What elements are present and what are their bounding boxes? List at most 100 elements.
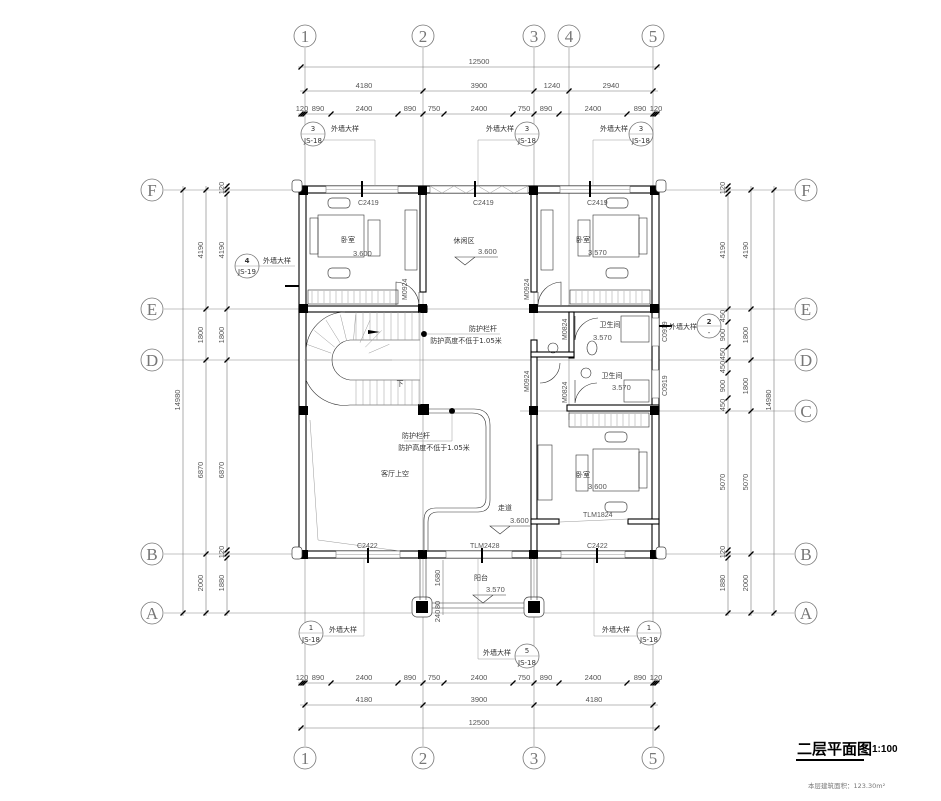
svg-text:5: 5 (525, 647, 529, 655)
svg-text:D: D (800, 351, 812, 370)
svg-text:3: 3 (311, 125, 315, 133)
dim-tick (725, 183, 731, 189)
dim-tick (748, 306, 754, 312)
axis-lines (164, 48, 794, 746)
svg-text:M0924: M0924 (524, 278, 531, 300)
elevation-bathroom-1: 3.570 (593, 333, 612, 342)
svg-text:C0919: C0919 (662, 375, 669, 396)
svg-text:3: 3 (530, 749, 539, 768)
svg-text:890: 890 (634, 104, 647, 113)
svg-text:4180: 4180 (356, 81, 373, 90)
svg-text:120: 120 (718, 182, 727, 195)
svg-text:240: 240 (433, 610, 442, 623)
svg-text:890: 890 (404, 104, 417, 113)
svg-text:D: D (146, 351, 158, 370)
svg-text:80: 80 (433, 601, 442, 609)
elevation-leisure: 3.600 (478, 247, 497, 256)
floor-area-note: 本层建筑面积：123.30m² (808, 781, 886, 790)
dim-tick (654, 111, 660, 117)
svg-text:1880: 1880 (718, 575, 727, 592)
dim-tick (725, 187, 731, 193)
balcony: 1680 80 240 (419, 558, 538, 623)
dim-tick (771, 187, 777, 193)
svg-text:C2422: C2422 (357, 543, 378, 550)
room-bathroom-1: 卫生间 (600, 320, 621, 329)
dim-tick (531, 88, 537, 94)
dim-tick (203, 357, 209, 363)
elevation-bedroom-1: 3.600 (353, 249, 372, 258)
opening-tags: C2419 C2419 C2419 M0924 M0924 M0824 M092… (285, 181, 672, 563)
svg-text:外墙大样: 外墙大样 (600, 124, 628, 133)
dim-tick (224, 191, 230, 197)
svg-text:750: 750 (428, 104, 441, 113)
elevation-balcony: 3.570 (486, 585, 505, 594)
svg-text:2940: 2940 (603, 81, 620, 90)
svg-text:A: A (800, 604, 813, 623)
room-bathroom-2: 卫生间 (602, 371, 623, 380)
svg-text:外墙大样: 外墙大样 (329, 625, 357, 634)
spiral-staircase: 下 (304, 311, 421, 406)
dim-tick (725, 395, 731, 401)
room-bedroom-3: 卧室 (576, 470, 590, 479)
svg-text:1: 1 (301, 749, 310, 768)
svg-text:120: 120 (650, 673, 663, 682)
dim-tick (725, 547, 731, 553)
svg-text:4190: 4190 (718, 242, 727, 259)
dim-tick (556, 111, 562, 117)
svg-text:120: 120 (650, 104, 663, 113)
elevation-corridor: 3.600 (510, 516, 529, 525)
svg-text:450: 450 (718, 310, 727, 323)
dim-tick (650, 680, 656, 686)
dim-tick (725, 551, 731, 557)
doors (395, 281, 629, 523)
svg-text:B: B (800, 545, 811, 564)
svg-text:M0924: M0924 (524, 370, 531, 392)
svg-text:3: 3 (530, 27, 539, 46)
axis-bubble-B-right: B (794, 542, 818, 566)
svg-text:JS-18: JS-18 (301, 636, 320, 644)
svg-text:JS-18: JS-18 (631, 137, 650, 145)
svg-text:890: 890 (312, 104, 325, 113)
bed-left (309, 197, 381, 279)
svg-text:12500: 12500 (469, 718, 490, 727)
svg-text:M0824: M0824 (562, 381, 569, 403)
axis-bubble-1-top: 1 (293, 24, 317, 48)
dim-tick (224, 555, 230, 561)
svg-text:900: 900 (718, 329, 727, 342)
svg-text:C: C (800, 402, 811, 421)
dim-tick (224, 187, 230, 193)
stair-tread (359, 320, 371, 343)
dim-tick (395, 680, 401, 686)
dim-tick (725, 357, 731, 363)
axis-bubble-E-right: E (794, 297, 818, 321)
bed-right-bottom (575, 431, 648, 513)
axis-bubble-A-left: A (140, 601, 164, 625)
dim-tick (652, 680, 658, 686)
room-living-void: 客厅上空 (381, 469, 409, 478)
dim-tick (654, 725, 660, 731)
dim-tick (224, 610, 230, 616)
axis-bubble-5-top: 5 (641, 24, 665, 48)
svg-text:4190: 4190 (196, 242, 205, 259)
axis-bubble-2-bottom: 2 (411, 746, 435, 770)
dim-tick (203, 187, 209, 193)
dim-tick (328, 111, 334, 117)
svg-text:1880: 1880 (217, 575, 226, 592)
svg-text:外墙大样: 外墙大样 (486, 124, 514, 133)
svg-text:1800: 1800 (217, 327, 226, 344)
svg-text:890: 890 (634, 673, 647, 682)
svg-text:外墙大样: 外墙大样 (263, 256, 291, 265)
svg-text:1800: 1800 (196, 327, 205, 344)
svg-text:TLM1824: TLM1824 (583, 512, 613, 519)
dim-tick (300, 111, 306, 117)
stair-down-label: 下 (397, 380, 404, 388)
dim-tick (725, 306, 731, 312)
dim-tick (650, 702, 656, 708)
dim-tick (531, 702, 537, 708)
dim-tick (748, 357, 754, 363)
axis-bubble-D-left: D (140, 348, 164, 372)
